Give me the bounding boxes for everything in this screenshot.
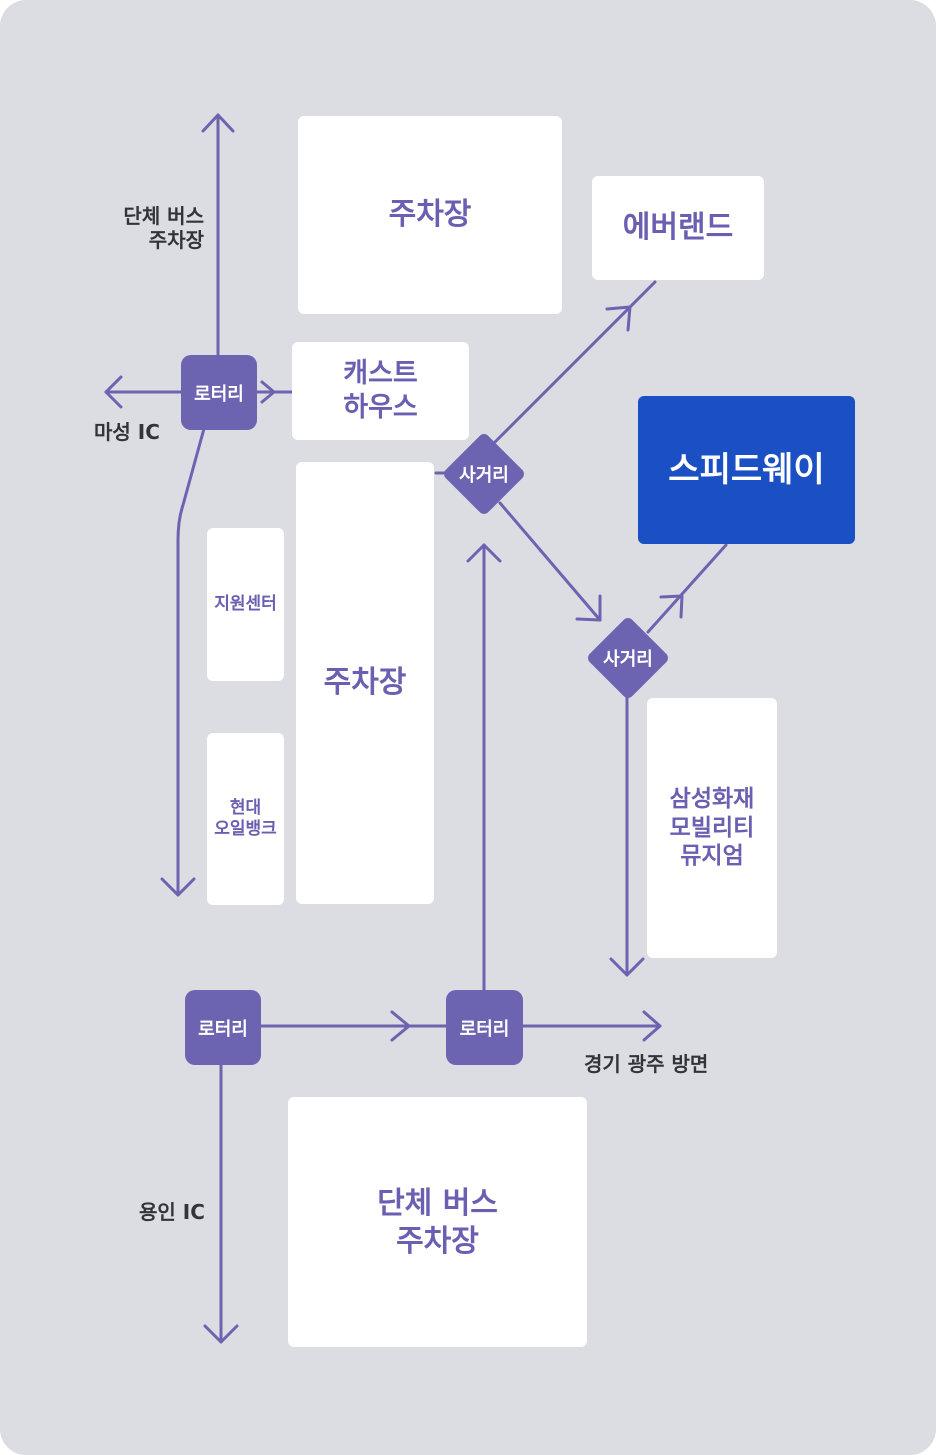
arrow-crossroad-link-icon [575,594,602,622]
rotary-bottom-middle-label: 로터리 [459,1018,510,1040]
group-bus-parking-label: 단체 버스 주차장 [377,1186,498,1259]
arrow-south-yongin-icon [203,1324,239,1344]
arrow-speedway-icon [659,594,684,619]
rotary-bottom-middle-node: 로터리 [446,990,523,1065]
hyundai-oilbank-label: 현대 오일뱅크 [214,797,277,839]
samsung-museum-building: 삼성화재 모빌리티 뮤지엄 [647,698,777,958]
speedway-building: 스피드웨이 [638,396,855,544]
parking-top-label: 주차장 [388,197,472,232]
arrow-north-mid-icon [466,543,502,563]
speedway-label: 스피드웨이 [668,449,825,490]
arrow-east-gwangju-icon [642,1010,662,1042]
rotary-top-node: 로터리 [181,355,257,430]
group-bus-parking-building: 단체 버스 주차장 [288,1097,587,1347]
arrow-north-icon [201,113,235,133]
arrow-west-icon [104,375,123,409]
road-to-speedway [646,543,728,634]
road-to-everland [493,280,657,444]
rotary-bottom-left-label: 로터리 [198,1018,248,1040]
cast-house-building: 캐스트 하우스 [292,342,469,440]
maseong-ic-label: 마성 IC [94,420,160,444]
arrow-south-west-icon [160,877,196,897]
cast-house-label: 캐스트 하우스 [343,358,418,423]
support-center-building: 지원센터 [207,528,284,681]
crossroad-lower-label: 사거리 [603,649,653,670]
everland-label: 에버랜드 [622,210,734,246]
road-crossroad-link [498,501,602,622]
samsung-museum-label: 삼성화재 모빌리티 뮤지엄 [669,785,755,870]
road-west-side-down [176,423,207,897]
rotary-bottom-left-node: 로터리 [185,990,261,1065]
crossroad-upper-label: 사거리 [459,465,509,486]
gwangju-direction-label: 경기 광주 방면 [584,1052,709,1076]
arrow-rotary-link-icon [390,1010,411,1042]
arrow-everland-icon [605,305,632,332]
everland-building: 에버랜드 [592,176,764,280]
hyundai-oilbank-building: 현대 오일뱅크 [207,733,284,905]
support-center-label: 지원센터 [214,593,277,614]
arrow-south-mid-icon [609,957,645,977]
rotary-top-label: 로터리 [194,383,244,405]
parking-top-building: 주차장 [298,116,562,314]
group-bus-parking-north-label: 단체 버스 주차장 [123,204,204,253]
yongin-ic-label: 용인 IC [139,1200,205,1224]
arrow-east-icon [260,380,276,404]
parking-middle-label: 주차장 [323,665,407,701]
parking-middle-building: 주차장 [296,462,434,904]
